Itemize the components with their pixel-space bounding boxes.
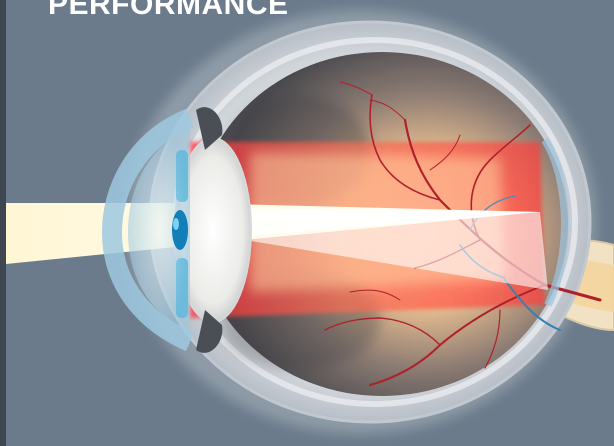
- pupil: [172, 210, 188, 250]
